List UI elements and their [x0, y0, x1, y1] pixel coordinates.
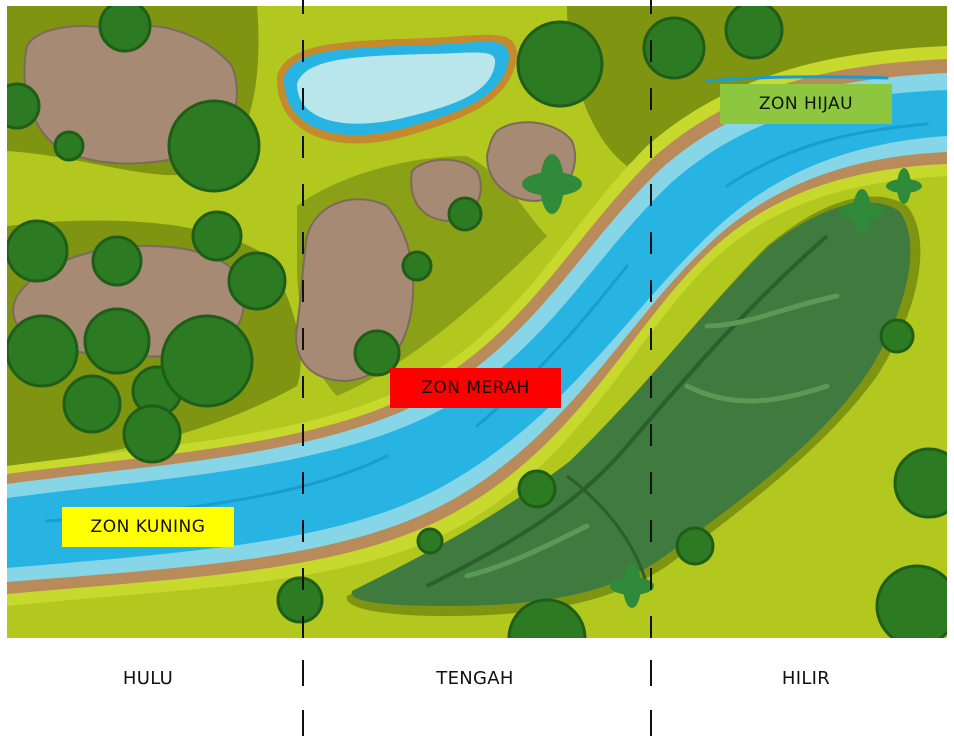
lake — [276, 34, 517, 144]
zone-label-hijau: ZON HIJAU — [720, 84, 892, 124]
zone-label-text: ZON MERAH — [421, 378, 530, 398]
palm-trees — [522, 154, 922, 608]
zone-label-kuning: ZON KUNING — [62, 507, 234, 547]
zone-label-merah: ZON MERAH — [390, 368, 561, 408]
section-label-hulu: HULU — [122, 668, 174, 689]
zone-label-text: ZON HIJAU — [758, 94, 854, 114]
zone-label-text: ZON KUNING — [90, 517, 206, 537]
trees — [7, 6, 947, 638]
section-label-hilir: HILIR — [781, 668, 831, 689]
mountain — [346, 196, 921, 617]
section-label-tengah: TENGAH — [436, 668, 514, 689]
